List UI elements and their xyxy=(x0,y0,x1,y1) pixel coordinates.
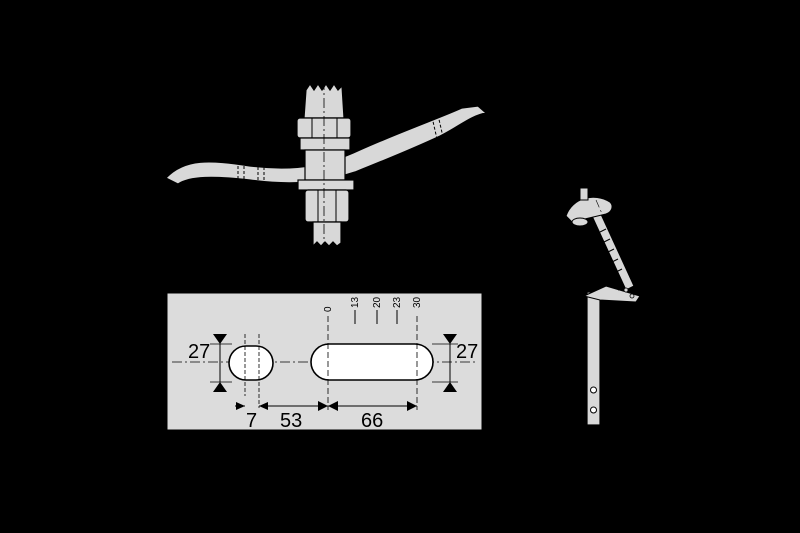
inclined-bolt xyxy=(591,211,635,291)
bolt-head xyxy=(565,196,613,223)
scale-tick-label: 0 xyxy=(323,306,334,312)
small-slot xyxy=(228,345,274,381)
long-slot xyxy=(310,343,434,381)
scale-tick-label: 20 xyxy=(372,296,383,308)
bolt-busbar-assembly xyxy=(165,80,488,252)
dimension-slot-length: 66 xyxy=(361,410,383,432)
scale-tick-label: 13 xyxy=(350,296,361,308)
dimension-height-left: 27 xyxy=(188,341,210,363)
side-view-assembly xyxy=(565,187,661,426)
lower-washer xyxy=(297,179,355,191)
dimension-spacing: 53 xyxy=(280,410,302,432)
clamp-washer xyxy=(299,137,351,151)
bolt-thread-bottom xyxy=(312,221,342,248)
dimension-height-right: 27 xyxy=(456,341,478,363)
scale-tick-label: 23 xyxy=(392,296,403,308)
lower-nut xyxy=(304,189,350,223)
drilling-template: 0 13 20 23 30 27 27 7 53 66 xyxy=(166,292,483,432)
dimension-width-small: 7 xyxy=(246,410,257,432)
vertical-bar xyxy=(586,291,601,426)
scale-tick-label: 30 xyxy=(412,296,423,308)
